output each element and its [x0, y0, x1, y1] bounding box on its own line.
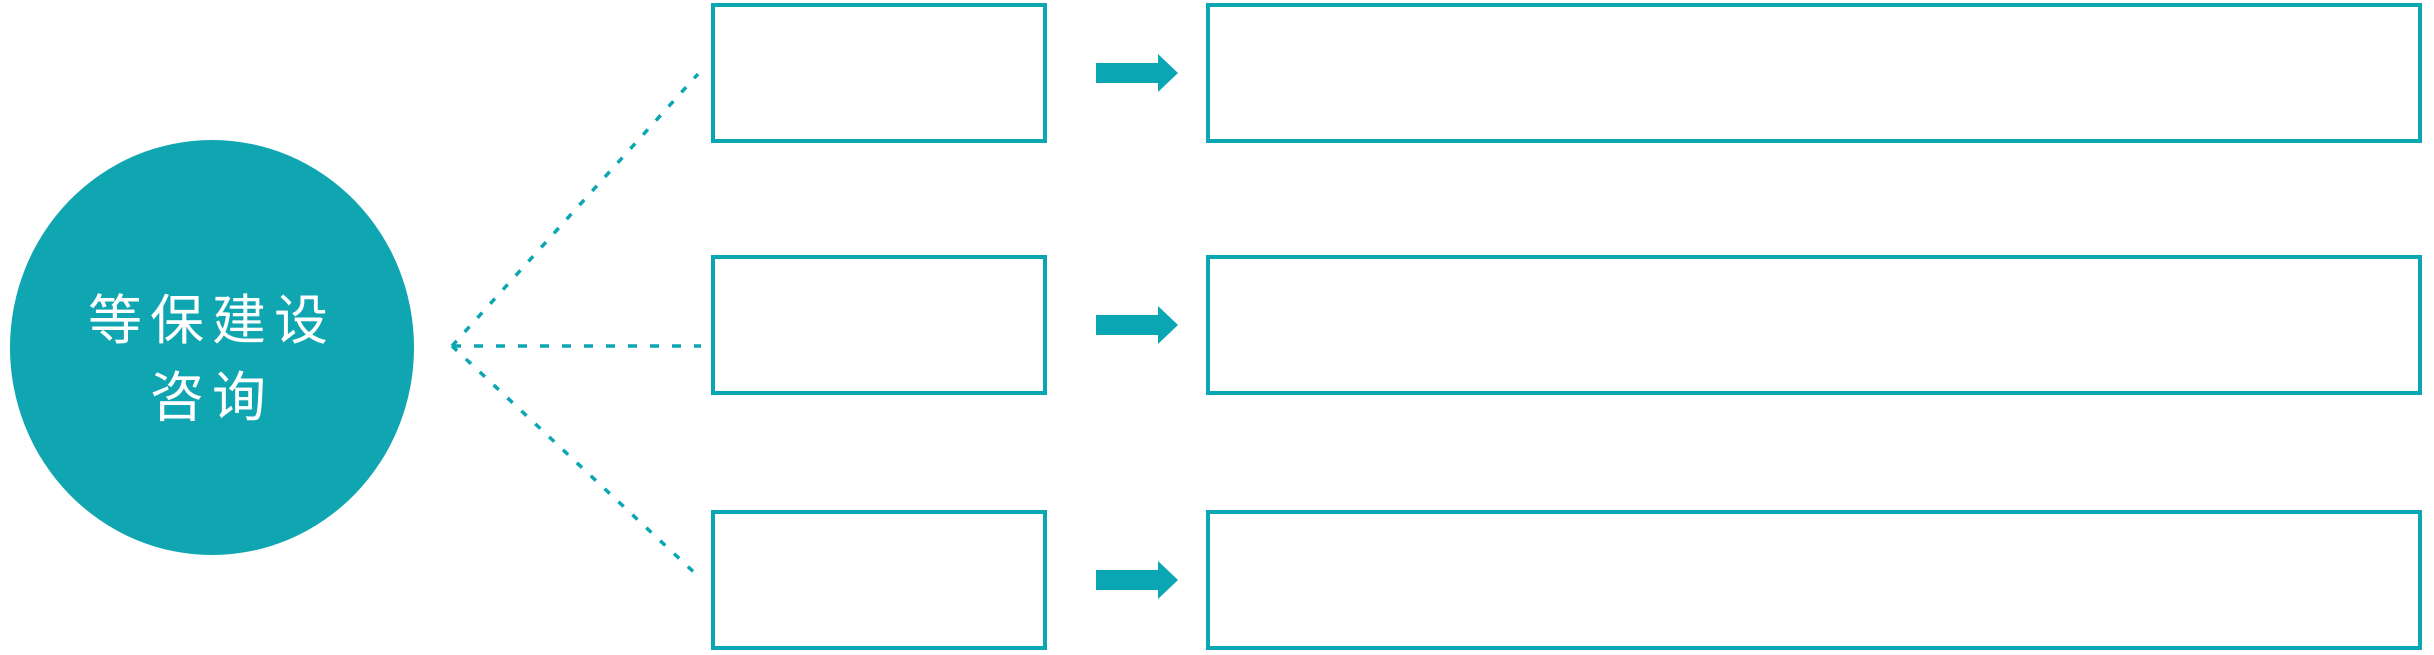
- detail-box-1-label: [1210, 7, 2418, 139]
- right-arrow-icon: [1096, 561, 1178, 599]
- detail-box-2-label: [1210, 259, 2418, 391]
- category-box-1-label: [715, 7, 1043, 139]
- detail-box-2: [1206, 255, 2422, 395]
- root-node-label-line2: 咨询: [150, 367, 274, 428]
- root-node-label: 等保建设 咨询: [88, 283, 336, 437]
- connector-top-dotted-line: [450, 72, 700, 348]
- detail-box-1: [1206, 3, 2422, 143]
- root-node-label-line1: 等保建设: [88, 290, 336, 351]
- category-box-2-label: [715, 259, 1043, 391]
- category-box-3-label: [715, 514, 1043, 646]
- category-box-1: [711, 3, 1047, 143]
- category-box-3: [711, 510, 1047, 650]
- detail-box-3-label: [1210, 514, 2418, 646]
- detail-box-3: [1206, 510, 2422, 650]
- category-box-2: [711, 255, 1047, 395]
- right-arrow-icon: [1096, 54, 1178, 92]
- root-node-circle: 等保建设 咨询: [10, 140, 414, 555]
- connector-bottom-dotted-line: [450, 344, 701, 579]
- right-arrow-icon: [1096, 306, 1178, 344]
